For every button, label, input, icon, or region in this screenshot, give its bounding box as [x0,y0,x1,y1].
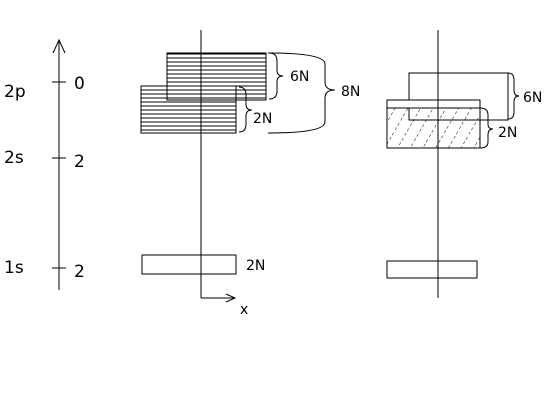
left-band-diagram [140,30,336,303]
left-1s-2n-label: 2N [246,258,265,274]
right-2s-band-top [386,99,481,109]
energy-axis [52,38,66,290]
right-6n-label: 6N [523,90,542,106]
level-2p-label: 2p [4,82,26,102]
left-6n-label: 6N [290,69,309,85]
right-1s-band [386,260,478,279]
brace-8n [267,52,336,134]
occupancy-2s: 2 [74,152,85,172]
occupancy-1s: 2 [74,262,85,282]
brace-2n [238,86,253,133]
level-1s-label: 1s [4,258,24,278]
brace-6n [268,52,284,100]
level-2s-label: 2s [4,148,24,168]
left-8n-label: 8N [341,84,360,100]
left-2s-band [140,85,237,134]
right-2s-band [386,107,481,149]
right-brace-6n [507,72,520,120]
right-band-diagram [386,30,520,298]
left-1s-band [141,254,237,275]
right-2n-label: 2N [498,125,517,141]
left-2n-label: 2N [253,111,272,127]
x-axis-label: x [240,302,248,318]
right-brace-2n [479,107,494,149]
occupancy-2p: 0 [74,74,85,94]
